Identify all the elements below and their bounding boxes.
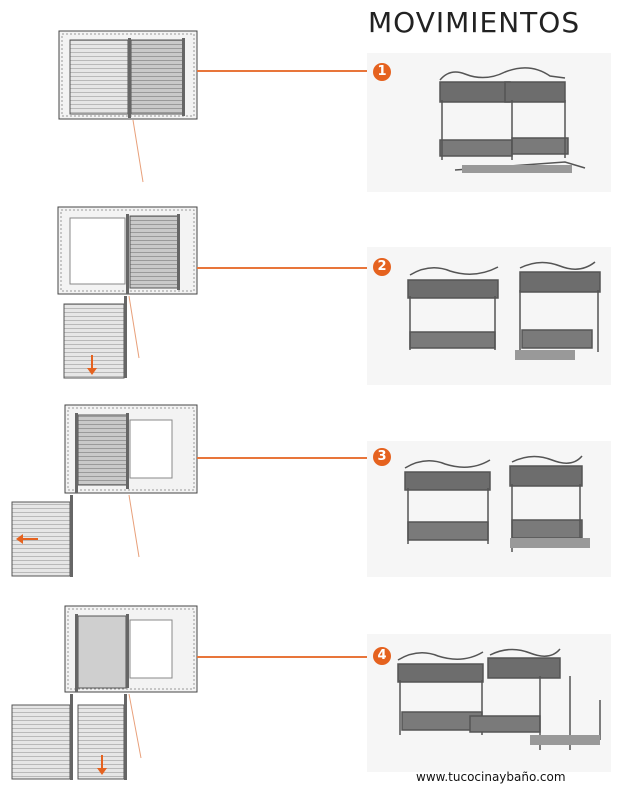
photo-step-2	[367, 247, 611, 385]
step-badge-4: 4	[373, 647, 391, 665]
photo-step-1	[367, 53, 611, 192]
schematic-step-1	[58, 30, 198, 183]
photo-step-4	[367, 634, 611, 772]
page-title: MOVIMIENTOS	[368, 6, 581, 39]
photo-step-3	[367, 441, 611, 577]
step-badge-3: 3	[373, 448, 391, 466]
step-badge-2: 2	[373, 258, 391, 276]
step-badge-1: 1	[373, 63, 391, 81]
schematic-step-4	[11, 605, 198, 780]
schematic-step-2	[57, 206, 198, 379]
footer-website: www.tucocinaybaño.com	[416, 770, 566, 784]
schematic-step-3	[11, 404, 198, 577]
